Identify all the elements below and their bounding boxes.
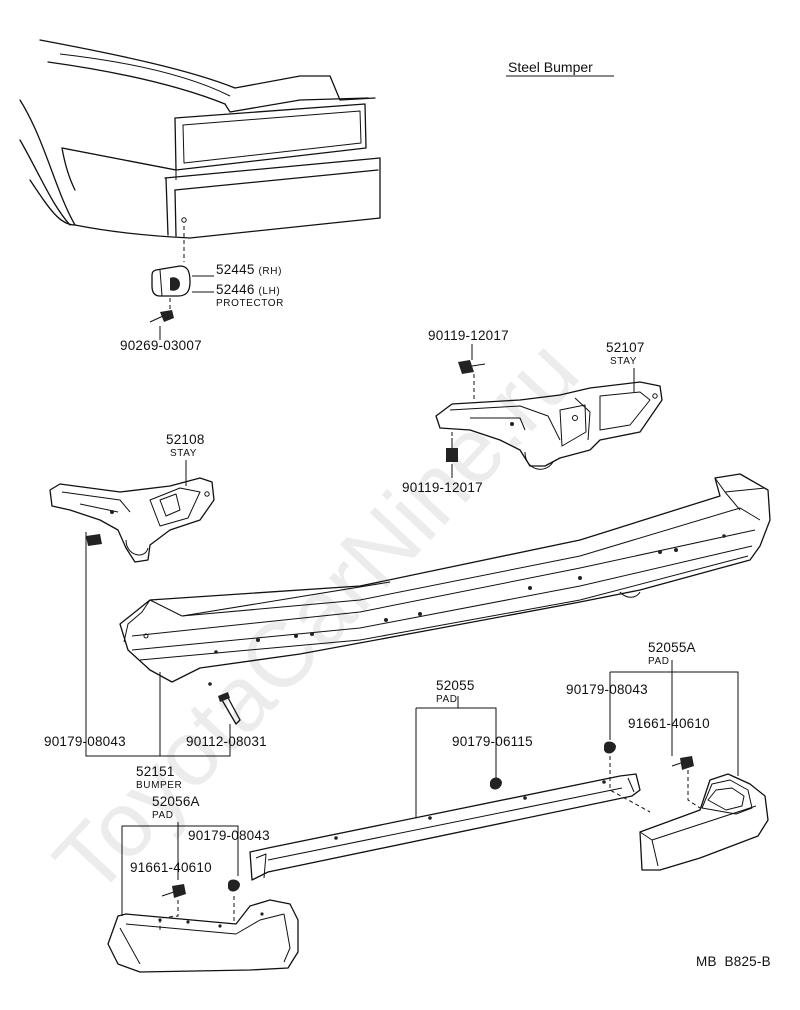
label-90112-08031: 90112-08031 [186, 734, 267, 749]
part-number: 52446 [216, 282, 255, 297]
label-91661-40610-lower-left: 91661-40610 [130, 860, 212, 875]
screw-90269-icon [149, 310, 174, 323]
part-variant: (RH) [259, 266, 283, 277]
label-52108: 52108 [166, 432, 205, 447]
label-52055a: 52055A [648, 640, 696, 655]
label-52151: 52151 [136, 764, 175, 779]
svg-text:52445 (RH): 52445 (RH) [216, 262, 282, 277]
label-90179-08043-left: 90179-08043 [44, 734, 126, 749]
label-52151-name: BUMPER [136, 780, 182, 791]
label-90119-12017-lower: 90119-12017 [402, 480, 483, 495]
diagram-title: Steel Bumper [508, 59, 593, 75]
pad-52055a [639, 773, 769, 871]
screw-right-icon [671, 756, 694, 770]
pad-52055 [249, 773, 641, 881]
label-52055-name: PAD [436, 694, 458, 705]
label-90179-06115: 90179-06115 [452, 734, 533, 749]
label-90179-08043-right: 90179-08043 [566, 682, 648, 697]
screw-left-icon [161, 884, 186, 898]
label-52446: 52446 (LH) PROTECTOR [216, 282, 284, 309]
clip-left-icon [228, 879, 240, 892]
clip-right-icon [604, 741, 616, 754]
label-52107: 52107 [606, 340, 645, 355]
label-52056a: 52056A [152, 794, 200, 809]
label-90269-03007: 90269-03007 [120, 338, 202, 353]
label-52056a-name: PAD [152, 810, 174, 821]
label-52108-name: STAY [170, 448, 197, 459]
protector-part [151, 265, 191, 297]
bumper-52151 [119, 473, 771, 686]
stay-52108 [49, 477, 215, 563]
svg-text:52446 (LH): 52446 (LH) [216, 282, 280, 297]
bolt-90112-icon [218, 692, 241, 725]
label-90179-08043-lower-left: 90179-08043 [188, 828, 270, 843]
clip-90179-06115-icon [490, 777, 502, 790]
pad-52056a [107, 899, 299, 973]
footer-code: MB B825-B [696, 954, 771, 969]
label-52445: 52445 (RH) [216, 262, 282, 277]
title-block: Steel Bumper [506, 59, 614, 77]
car-rear-body [19, 39, 381, 239]
label-90119-12017-upper: 90119-12017 [428, 328, 509, 343]
part-variant: (LH) [259, 286, 281, 297]
stay-52107 [435, 360, 663, 470]
label-52107-name: STAY [610, 356, 637, 367]
part-number: 52445 [216, 262, 255, 277]
label-52055: 52055 [436, 678, 475, 693]
label-52055a-name: PAD [648, 656, 670, 667]
label-91661-40610-right: 91661-40610 [628, 716, 710, 731]
part-name: PROTECTOR [216, 298, 284, 309]
